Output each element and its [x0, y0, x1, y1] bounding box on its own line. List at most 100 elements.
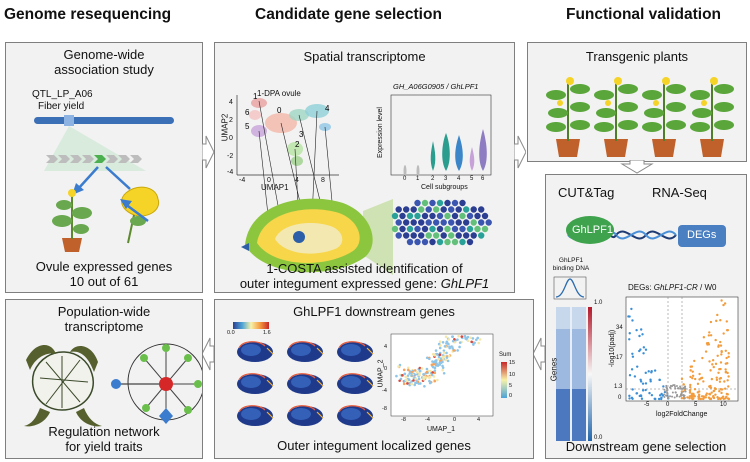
volcano-point [668, 386, 671, 389]
umap-point [434, 349, 438, 352]
umap-point [395, 374, 398, 378]
spatial-spot [448, 219, 455, 226]
umap-point [439, 357, 443, 361]
spatial-spot [455, 206, 462, 213]
volcano-point [680, 393, 683, 396]
spatial-spot [459, 199, 466, 207]
spatial-spot [414, 212, 421, 220]
umap-point [470, 340, 473, 344]
volcano-point [704, 396, 707, 399]
umap-point [430, 373, 434, 377]
volcano-point [630, 368, 634, 371]
umap-point [413, 369, 417, 372]
umap-point [475, 338, 478, 342]
umap-point [443, 344, 447, 348]
binding-line1: GhLPF1 [558, 257, 584, 264]
spatial-spot [406, 212, 414, 220]
spatial-spot [455, 232, 462, 239]
volcano-point [648, 391, 651, 395]
umap-point [451, 335, 455, 338]
spatial-spot [463, 219, 470, 226]
volcano-point [644, 388, 647, 392]
volcano-point [714, 393, 717, 396]
violin-xlabel: Cell subgroups [421, 184, 468, 191]
spatial-spot [414, 199, 421, 207]
volcano-point [631, 397, 634, 401]
violin-title: GH_A06G0905 / GhLPF1 [393, 82, 479, 91]
volcano-point [718, 389, 721, 393]
volcano-point [719, 340, 722, 344]
volcano-point [717, 397, 720, 401]
binding-line2: binding DNA [552, 265, 590, 272]
spatial-spot [414, 225, 421, 233]
volcano-point [628, 332, 631, 335]
volcano-point [720, 353, 723, 356]
spatial-spot [425, 232, 432, 239]
volcano-point [700, 395, 704, 398]
spatial-spots[interactable] [391, 199, 492, 246]
volcano-point [727, 385, 730, 388]
spatial-caption-line1: 1-COSTA assisted identification of [266, 261, 463, 276]
downstream-umap-xlabel: UMAP_1 [427, 426, 456, 433]
volcano-point [723, 387, 727, 390]
volcano-point [718, 377, 721, 380]
volcano-point [635, 392, 638, 395]
volcano-point [638, 334, 641, 338]
volcano-point [693, 377, 697, 381]
cotton-plant-icon [52, 189, 92, 252]
fiber-yield-label: Fiber yield [38, 101, 85, 112]
umap-point [438, 353, 442, 357]
umap-xtick-3: 8 [321, 177, 325, 184]
spatial-spot [466, 212, 474, 220]
spatial-spot [436, 212, 444, 220]
umap-point [415, 381, 419, 384]
violin-xtick-0: 0 [403, 176, 407, 182]
volcano-point [669, 384, 672, 387]
volcano-point [665, 389, 668, 392]
volcano-point [722, 332, 725, 335]
volcano-point [635, 328, 638, 332]
umap-point [428, 379, 431, 383]
spatial-spot [478, 232, 485, 239]
heatmap-ylabel: Genes [549, 357, 559, 382]
spatial-spot [463, 232, 470, 239]
umap-point [433, 366, 437, 370]
umap-point [436, 378, 439, 382]
umap-point [434, 359, 438, 362]
umap-point [477, 341, 481, 345]
cuttag-caption: Downstream gene selection [565, 439, 727, 454]
umap-point [425, 370, 429, 374]
umap-point [441, 341, 445, 344]
umap-point [428, 375, 432, 379]
umap-point [433, 369, 437, 372]
spatial-caption-gene: GhLPF1 [440, 276, 490, 291]
spatial-spot [444, 238, 451, 246]
gwas-title-line2: association study [54, 62, 154, 77]
volcano-point [631, 388, 634, 391]
umap-point [407, 378, 411, 382]
qtl-label: QTL_LP_A06 [32, 89, 93, 100]
protein-ellipse [566, 216, 614, 244]
volcano-point [715, 319, 718, 323]
umap-point [471, 337, 475, 340]
spatial-caption-line2: outer integument expressed gene: GhLPF1 [215, 276, 514, 291]
downstream-colorbar [233, 322, 269, 329]
umap-point [451, 347, 454, 350]
volcano-point [650, 393, 654, 397]
umap-point [420, 367, 424, 370]
umap-ytick-2: 0 [229, 135, 233, 142]
volcano-point [673, 396, 676, 399]
arrow-right-icon [514, 135, 526, 169]
transgenic-plants-illustration [546, 77, 734, 157]
volcano-ytick-2: 1.3 [614, 384, 623, 390]
umap-point [464, 337, 467, 340]
volcano-point [722, 303, 725, 307]
volcano-point [641, 382, 645, 385]
spatial-spot [470, 232, 477, 239]
spatial-spot [433, 206, 440, 213]
volcano-point [630, 307, 633, 311]
degs-label: DEGs [687, 229, 717, 241]
spatial-spot [425, 206, 432, 213]
spatial-spot [466, 225, 474, 233]
umap-point [460, 335, 464, 338]
